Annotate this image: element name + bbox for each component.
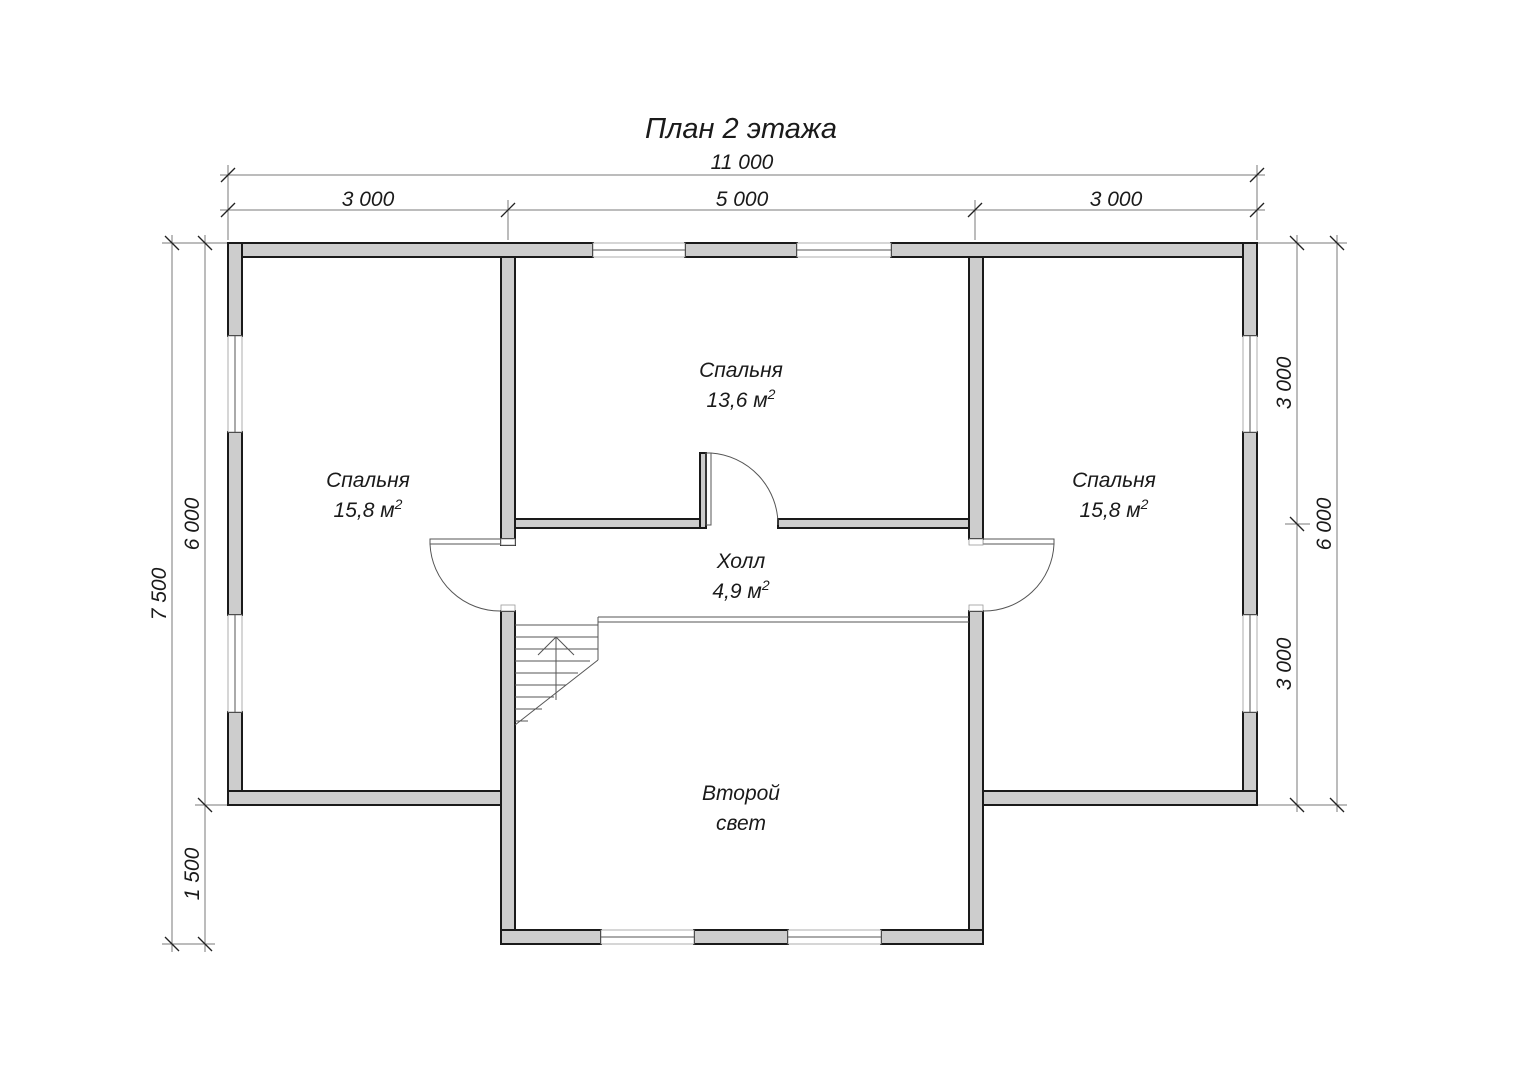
room-bedroom-center-area: 13,6 м2	[707, 386, 776, 412]
right-dimensions: 3 000 3 000 6 000	[1257, 235, 1347, 813]
left-dimensions: 7 500 6 000 1 500	[148, 235, 228, 952]
top-dimensions: 11 000 3 000 5 000 3 000	[220, 151, 1265, 240]
room-bedroom-left-area: 15,8 м2	[334, 496, 403, 522]
dim-top-right: 3 000	[1090, 188, 1143, 211]
dim-right-lower: 3 000	[1273, 637, 1296, 690]
room-bedroom-right-area: 15,8 м2	[1080, 496, 1149, 522]
dim-overall-width: 11 000	[711, 151, 774, 174]
windows	[227, 242, 1258, 945]
room-bedroom-left-name: Спальня	[326, 469, 410, 492]
dim-left-total: 7 500	[148, 567, 171, 620]
stair-arrow-head-icon	[537, 636, 575, 656]
dim-left-main: 6 000	[181, 497, 204, 550]
room-hall-area: 4,9 м2	[712, 577, 769, 603]
doors	[429, 452, 1055, 612]
room-bedroom-right-name: Спальня	[1072, 469, 1156, 492]
dim-top-left: 3 000	[342, 188, 395, 211]
railing	[597, 616, 969, 660]
dim-left-bottom: 1 500	[181, 847, 204, 900]
room-bedroom-center-name: Спальня	[699, 359, 783, 382]
dim-right-total: 6 000	[1313, 497, 1336, 550]
room-hall-name: Холл	[716, 550, 766, 573]
staircase	[514, 624, 599, 726]
walls	[227, 242, 1258, 945]
room-second-light-line1: Второй	[702, 782, 780, 805]
plan-title: План 2 этажа	[645, 113, 837, 145]
room-second-light-line2: свет	[716, 812, 766, 835]
dim-top-middle: 5 000	[716, 188, 769, 211]
dim-right-upper: 3 000	[1273, 356, 1296, 409]
